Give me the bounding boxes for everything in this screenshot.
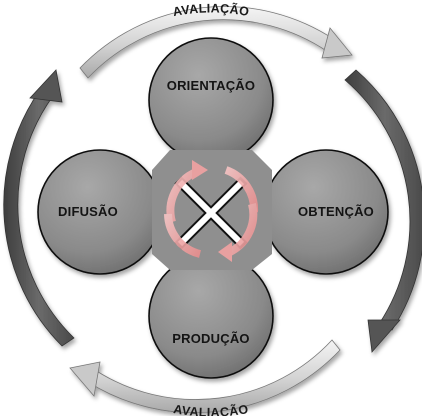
cycle-arrowhead-upper — [192, 160, 208, 180]
petal-label-bottom: PRODUÇÃO — [172, 331, 249, 346]
cycle-arrowhead-lower — [218, 242, 232, 262]
petal-bottom — [148, 253, 274, 379]
ring-arrowhead-top — [321, 27, 353, 59]
petal-label-top: ORIENTAÇÃO — [167, 78, 255, 93]
cycle-arrows — [164, 160, 259, 262]
petal-top — [148, 37, 274, 163]
petal-label-right: OBTENÇÃO — [298, 204, 374, 219]
ring-arrowhead-left — [29, 69, 63, 103]
ring-label-top: AVALIAÇÃO — [172, 1, 251, 19]
ring-label-bottom: AVALIAÇÃO — [172, 402, 249, 416]
petal-label-left: DIFUSÃO — [58, 204, 118, 219]
petals — [37, 37, 389, 379]
outer-ring — [3, 6, 422, 414]
ring-arrowhead-bottom — [69, 361, 101, 397]
cycle-arrow-left — [164, 213, 202, 258]
center-cross — [174, 176, 248, 250]
cycle-arrow-lower — [228, 203, 258, 256]
ring-arrowhead-right — [367, 319, 401, 353]
